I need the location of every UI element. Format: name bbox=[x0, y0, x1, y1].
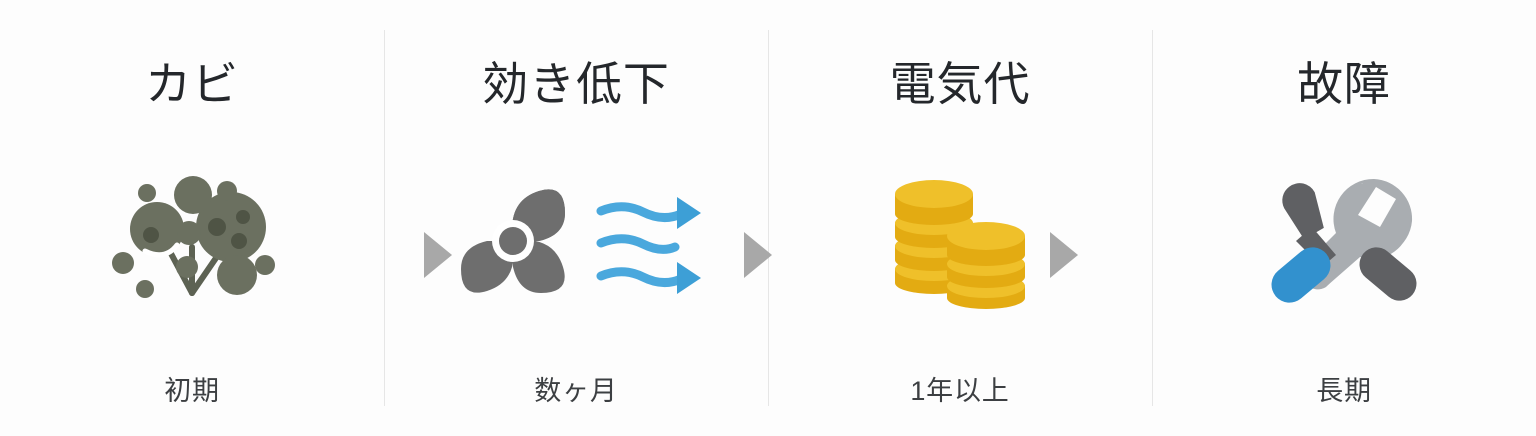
stage-title: 故障 bbox=[1297, 57, 1391, 110]
stage-icon-area bbox=[384, 112, 768, 370]
stage-icon-area bbox=[0, 112, 384, 370]
stage-efficiency-drop: 効き低下 数ヶ月 bbox=[384, 0, 768, 436]
progress-arrow-1 bbox=[424, 232, 452, 278]
progress-arrow-3 bbox=[1050, 232, 1078, 278]
stage-caption: 長期 bbox=[1316, 375, 1372, 406]
stage-caption: 数ヶ月 bbox=[534, 375, 618, 406]
fan-airflow-icon bbox=[461, 188, 701, 294]
tool-handle-blue bbox=[1271, 247, 1331, 303]
coin-stacks-icon bbox=[895, 179, 1025, 309]
screwdriver-icon bbox=[1271, 183, 1336, 303]
mold-icon bbox=[112, 176, 275, 298]
stage-electricity-cost: 電気代 bbox=[768, 0, 1152, 436]
stage-title: 効き低下 bbox=[482, 57, 670, 110]
airflow-arrows-icon bbox=[596, 196, 701, 294]
stage-title: カビ bbox=[145, 57, 239, 110]
stage-icon-area bbox=[1152, 112, 1536, 370]
stage-caption: 初期 bbox=[164, 375, 220, 406]
coin-stack-right bbox=[947, 221, 1025, 309]
progress-arrow-2 bbox=[744, 232, 772, 278]
stage-icon-area bbox=[768, 112, 1152, 370]
stage-mold: カビ bbox=[0, 0, 384, 436]
stage-breakdown: 故障 長期 bbox=[1152, 0, 1536, 436]
tool-handle-dark bbox=[1359, 247, 1417, 301]
wrench-screwdriver-icon bbox=[1271, 178, 1417, 303]
stage-title: 電気代 bbox=[889, 57, 1031, 110]
stage-caption: 1年以上 bbox=[910, 375, 1010, 406]
